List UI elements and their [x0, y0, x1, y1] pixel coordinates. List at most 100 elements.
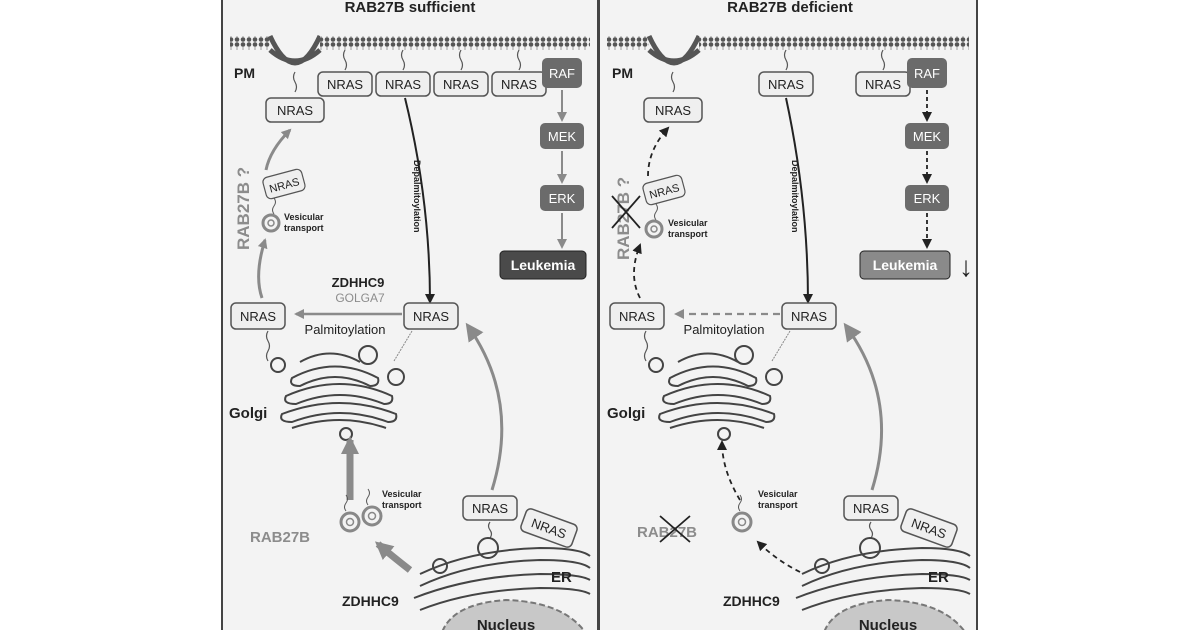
- right-rab27b-question: RAB27B ?: [614, 177, 633, 260]
- left-zdhhc9-bottom: ZDHHC9: [342, 593, 399, 609]
- left-depalmitoylation-label: Depalmitoylation: [412, 160, 422, 233]
- left-panel-title: RAB27B sufficient: [345, 0, 476, 16]
- right-mek-box: MEK: [905, 123, 949, 149]
- left-er-golgi-arrow: [465, 322, 504, 491]
- right-rab27b-label: RAB27B: [637, 524, 697, 541]
- right-plasma-membrane: [607, 34, 969, 66]
- right-depalmitoylation-label: Depalmitoylation: [790, 160, 800, 233]
- right-er-nras-1: NRAS: [843, 495, 899, 539]
- right-golgi-nras-right: NRAS: [771, 302, 837, 362]
- svg-text:NRAS: NRAS: [413, 309, 449, 324]
- left-er-membranes: [413, 537, 591, 611]
- svg-text:NRAS: NRAS: [277, 103, 313, 118]
- svg-text:NRAS: NRAS: [655, 103, 691, 118]
- right-palmitoylation-label: Palmitoylation: [684, 322, 765, 337]
- left-upward-arrow-lower: [257, 238, 268, 299]
- right-vesicle-nras: NRAS: [642, 174, 686, 239]
- left-upward-arrow-upper: [264, 128, 292, 171]
- left-lower-vesicular-1: Vesicular: [382, 489, 422, 499]
- left-pm-nras-box: NRAS: [265, 71, 325, 123]
- right-pm-nras-box: NRAS: [855, 49, 911, 97]
- svg-text:NRAS: NRAS: [619, 309, 655, 324]
- left-vesicular-label-2: transport: [284, 223, 324, 233]
- left-pm-nras-box: NRAS: [491, 49, 547, 97]
- left-raf-box: RAF: [542, 58, 582, 88]
- right-nucleus-label: Nucleus: [859, 617, 917, 630]
- right-depalmitoylation-arrow: [785, 97, 813, 304]
- left-nucleus: [440, 598, 589, 635]
- right-pm-nras-box: NRAS: [643, 71, 703, 123]
- right-lower-vesicular-1: Vesicular: [758, 489, 798, 499]
- right-decrease-arrow: ↓: [959, 251, 973, 282]
- left-golgi-label: Golgi: [229, 405, 267, 422]
- svg-text:NRAS: NRAS: [240, 309, 276, 324]
- svg-text:NRAS: NRAS: [472, 501, 508, 516]
- left-depalmitoylation-arrow: [404, 97, 435, 304]
- right-panel-title: RAB27B deficient: [727, 0, 853, 16]
- left-lower-vesicles: [339, 488, 383, 533]
- left-pm-nras-box: NRAS: [317, 49, 373, 97]
- right-erk-box: ERK: [905, 185, 949, 211]
- right-nucleus: [822, 598, 969, 635]
- right-lower-vesicle: [731, 494, 753, 533]
- right-upward-arrow-upper: [647, 126, 670, 177]
- left-er-label: ER: [551, 569, 572, 586]
- right-rab27b-cross-icon: [611, 195, 641, 229]
- left-panel: RAB27B sufficient PM NRAS NRAS: [221, 0, 599, 635]
- right-rab27b-lower-cross-icon: [659, 515, 691, 543]
- left-er-nras-1: NRAS: [462, 495, 518, 539]
- left-vesicle-nras: NRAS: [261, 168, 306, 233]
- svg-text:MEK: MEK: [913, 129, 942, 144]
- left-rab27b-question: RAB27B ?: [234, 167, 253, 250]
- right-panel: RAB27B deficient PM NRAS NRAS NRA: [598, 0, 978, 635]
- right-vesicular-label-1: Vesicular: [668, 218, 708, 228]
- svg-text:NRAS: NRAS: [501, 77, 537, 92]
- svg-text:NRAS: NRAS: [791, 309, 827, 324]
- right-raf-box: RAF: [907, 58, 947, 88]
- left-golgi-stack: [270, 345, 405, 441]
- right-er-golgi-arrow: [843, 322, 884, 491]
- svg-text:ERK: ERK: [549, 191, 576, 206]
- right-upward-arrow-lower: [632, 243, 642, 299]
- left-rab27b-label: RAB27B: [250, 529, 310, 546]
- left-pm-nras-box: NRAS: [375, 49, 431, 97]
- left-nucleus-label: Nucleus: [477, 617, 535, 630]
- right-er-nras-2: NRAS: [900, 508, 958, 548]
- left-pm-nras-box: NRAS: [433, 49, 489, 97]
- left-plasma-membrane: [230, 34, 590, 66]
- left-vesicular-label-1: Vesicular: [284, 212, 324, 222]
- right-lower-vesicular-2: transport: [758, 500, 798, 510]
- right-er-vesicle-arrow: [756, 540, 801, 573]
- left-zdhhc9-top: ZDHHC9: [332, 275, 385, 290]
- right-leukemia-box: Leukemia: [859, 250, 951, 280]
- right-er-membranes: [795, 537, 971, 611]
- svg-text:MEK: MEK: [548, 129, 577, 144]
- left-lower-vesicular-2: transport: [382, 500, 422, 510]
- svg-text:NRAS: NRAS: [768, 77, 804, 92]
- left-golgi-nras-right: NRAS: [393, 302, 459, 362]
- left-golgi-nras-left: NRAS: [230, 302, 286, 362]
- left-er-nras-2: NRAS: [520, 508, 578, 548]
- left-pm-nras-row: NRAS NRAS NRAS NRAS NRAS: [265, 49, 547, 123]
- right-pm-label: PM: [612, 65, 633, 81]
- left-er-vesicle-arrow: [374, 541, 413, 573]
- svg-text:RAF: RAF: [549, 66, 575, 81]
- right-golgi-nras-left: NRAS: [609, 302, 665, 362]
- svg-text:Leukemia: Leukemia: [873, 257, 938, 273]
- svg-text:NRAS: NRAS: [327, 77, 363, 92]
- right-golgi-stack: [648, 345, 783, 441]
- left-golga7: GOLGA7: [335, 291, 385, 305]
- svg-text:ERK: ERK: [914, 191, 941, 206]
- svg-text:Leukemia: Leukemia: [511, 257, 576, 273]
- left-pm-label: PM: [234, 65, 255, 81]
- right-zdhhc9-bottom: ZDHHC9: [723, 593, 780, 609]
- right-vesicular-label-2: transport: [668, 229, 708, 239]
- left-palmitoylation-label: Palmitoylation: [305, 322, 386, 337]
- svg-text:RAF: RAF: [914, 66, 940, 81]
- svg-text:NRAS: NRAS: [385, 77, 421, 92]
- right-er-label: ER: [928, 569, 949, 586]
- right-golgi-label: Golgi: [607, 405, 645, 422]
- left-leukemia-box: Leukemia: [499, 250, 587, 280]
